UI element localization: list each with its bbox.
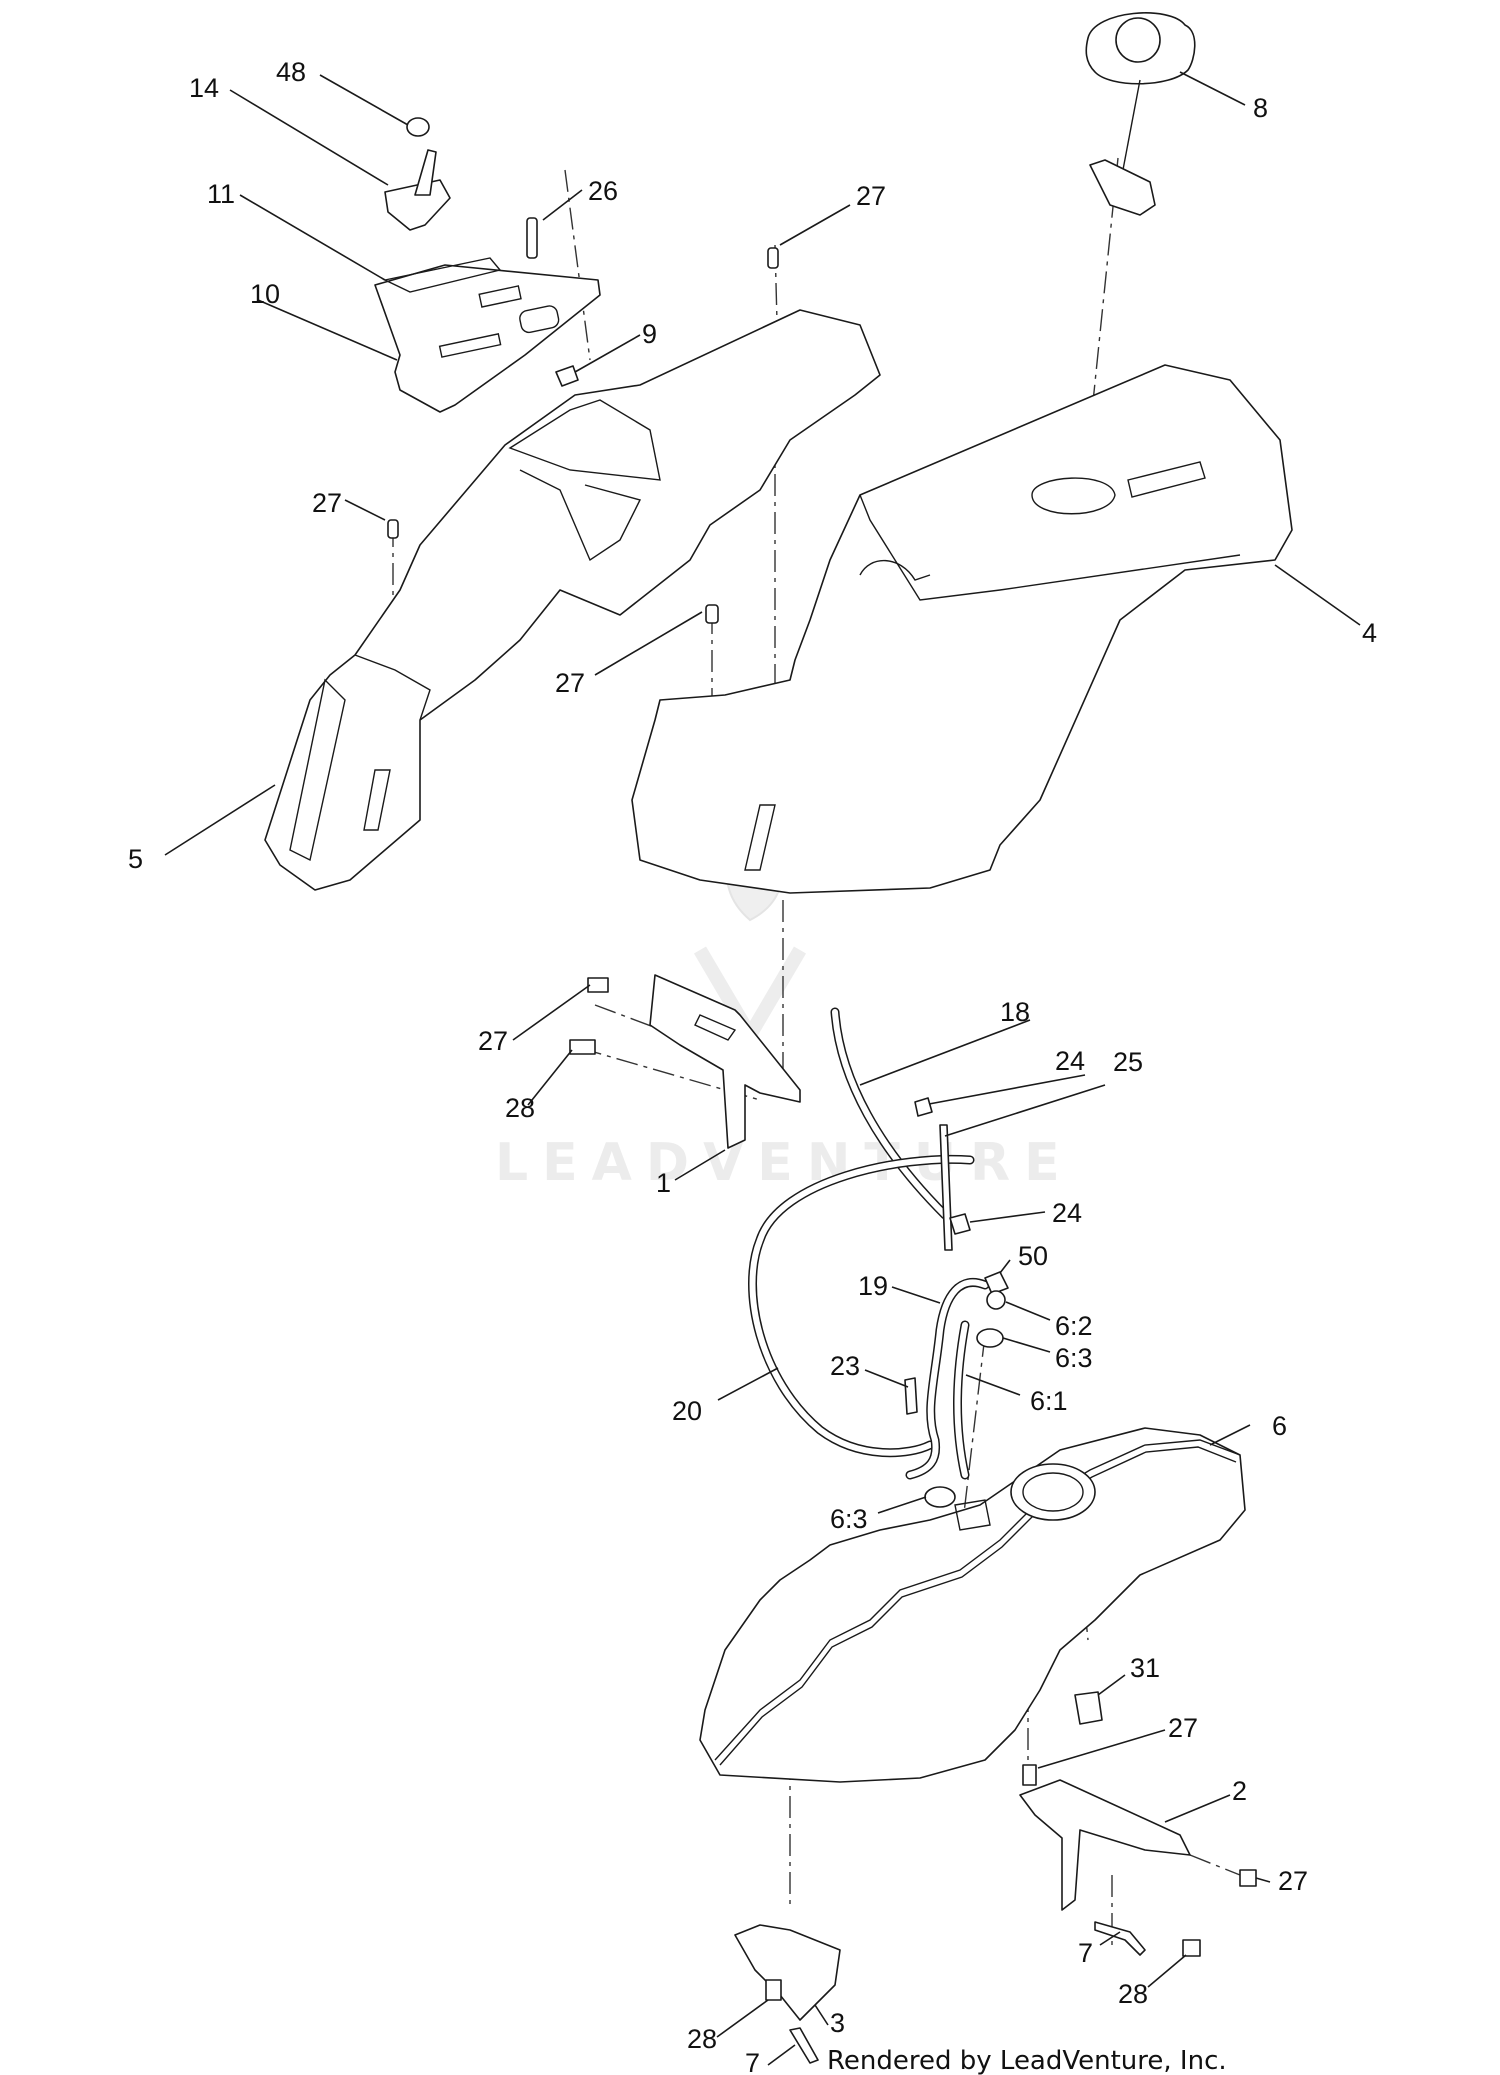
callout-27-right: 27	[1278, 1866, 1308, 1896]
callout-23: 23	[830, 1351, 860, 1381]
part-27-screw-right	[1239, 1869, 1257, 1887]
part-26-screw	[526, 217, 538, 259]
part-3-bracket	[734, 1924, 841, 2021]
fuel-hoses	[748, 1007, 990, 1480]
part-23-tee	[904, 1377, 918, 1415]
part-4-fill-opening	[1031, 477, 1116, 515]
callout-14: 14	[189, 73, 219, 103]
part-6-2-grommet	[986, 1290, 1006, 1310]
callout-28-bracket1: 28	[505, 1093, 535, 1123]
part-10-slot-b	[438, 333, 502, 358]
callout-19: 19	[858, 1271, 888, 1301]
callout-25: 25	[1113, 1047, 1143, 1077]
part-8-cap-badge	[1115, 17, 1161, 63]
part-1-slot	[694, 1014, 737, 1041]
part-10-cutout	[519, 305, 560, 334]
part-50-fitting	[984, 1271, 1009, 1295]
callout-6: 6	[1272, 1411, 1287, 1441]
part-1-bracket	[649, 974, 801, 1149]
part-10-control-plate	[374, 264, 601, 413]
part-48-knob	[406, 117, 430, 137]
part-8-tether-ring	[1089, 159, 1156, 216]
part-14-lever	[384, 179, 451, 231]
callout-27-top: 27	[856, 181, 886, 211]
callout-8: 8	[1253, 93, 1268, 123]
callout-18: 18	[1000, 997, 1030, 1027]
callout-27-bracket1: 27	[478, 1026, 508, 1056]
part-28-screw-lower	[765, 1979, 782, 2001]
callout-5: 5	[128, 844, 143, 874]
render-credit: Rendered by LeadVenture, Inc.	[827, 2046, 1227, 2075]
part-27-screw-mid	[705, 604, 719, 624]
part-24-clamp-mid	[949, 1213, 971, 1235]
part-4-inner-edge	[859, 494, 1241, 601]
part-2-bracket	[1019, 1779, 1191, 1911]
callout-20: 20	[672, 1396, 702, 1426]
callout-6-3-upper: 6:3	[1055, 1343, 1093, 1373]
part-4-fender	[631, 364, 1293, 894]
watermark-text: LEADVENTURE	[495, 1133, 1074, 1193]
part-5-console	[264, 309, 881, 891]
callout-24-top: 24	[1055, 1046, 1085, 1076]
part-4-slot	[744, 804, 776, 871]
callout-27-left: 27	[312, 488, 342, 518]
part-8-tether	[1121, 79, 1141, 176]
part-7-strap-lower	[789, 2027, 819, 2064]
part-1-screw-27	[587, 977, 609, 993]
callout-6-1: 6:1	[1030, 1386, 1068, 1416]
part-27-screw-top	[767, 247, 779, 269]
callout-28-right: 28	[1118, 1979, 1148, 2009]
part-24-clamp-top	[914, 1097, 933, 1117]
callout-28-lower: 28	[687, 2024, 717, 2054]
part-6-3-grommet-lower	[924, 1486, 956, 1508]
part-11-decal	[382, 257, 502, 293]
part-27-screw-left	[387, 519, 399, 539]
part-31-bumper	[1074, 1691, 1103, 1725]
part-5-slot	[363, 769, 391, 831]
part-4-recess	[1127, 461, 1206, 498]
callout-10: 10	[250, 279, 280, 309]
callout-31: 31	[1130, 1653, 1160, 1683]
callout-50: 50	[1018, 1241, 1048, 1271]
callout-labels: 48 14 11 26 10 27 9 8 27 27 4 27 5 27 28…	[128, 57, 1377, 2075]
callout-27-tank: 27	[1168, 1713, 1198, 1743]
callout-4: 4	[1362, 618, 1377, 648]
part-28-screw-right	[1182, 1939, 1201, 1957]
callout-2: 2	[1232, 1776, 1247, 1806]
part-9-clip	[555, 365, 579, 387]
callout-7-right: 7	[1078, 1938, 1093, 1968]
part-7-strap-right	[1094, 1921, 1146, 1956]
part-6-3-grommet-upper	[976, 1328, 1004, 1348]
callout-3: 3	[830, 2008, 845, 2038]
part-14-shaft	[414, 149, 437, 196]
part-5-side-panel	[289, 678, 346, 862]
part-10-slot-a	[478, 285, 522, 308]
callout-26: 26	[588, 176, 618, 206]
part-4-notch	[859, 559, 931, 581]
leader-lines	[164, 71, 1361, 2066]
part-25-clip	[939, 1124, 953, 1251]
callout-1: 1	[656, 1168, 671, 1198]
callout-24-mid: 24	[1052, 1198, 1082, 1228]
callout-7-lower: 7	[745, 2048, 760, 2075]
callout-9: 9	[642, 319, 657, 349]
part-6-mount-tab	[954, 1499, 991, 1531]
callout-27-mid: 27	[555, 668, 585, 698]
part-6-fuel-tank	[699, 1427, 1246, 1783]
part-6-tank-seam	[714, 1439, 1241, 1761]
part-5-corner	[354, 654, 431, 721]
part-1-screw-28	[569, 1039, 596, 1055]
part-27-screw-bracket	[1022, 1764, 1037, 1786]
callout-6-2: 6:2	[1055, 1311, 1093, 1341]
part-5-pocket-inner	[519, 469, 642, 562]
callout-6-3-lower: 6:3	[830, 1504, 868, 1534]
part-5-seat-pocket	[508, 399, 661, 481]
callout-11: 11	[207, 179, 235, 209]
callout-48: 48	[276, 57, 306, 87]
